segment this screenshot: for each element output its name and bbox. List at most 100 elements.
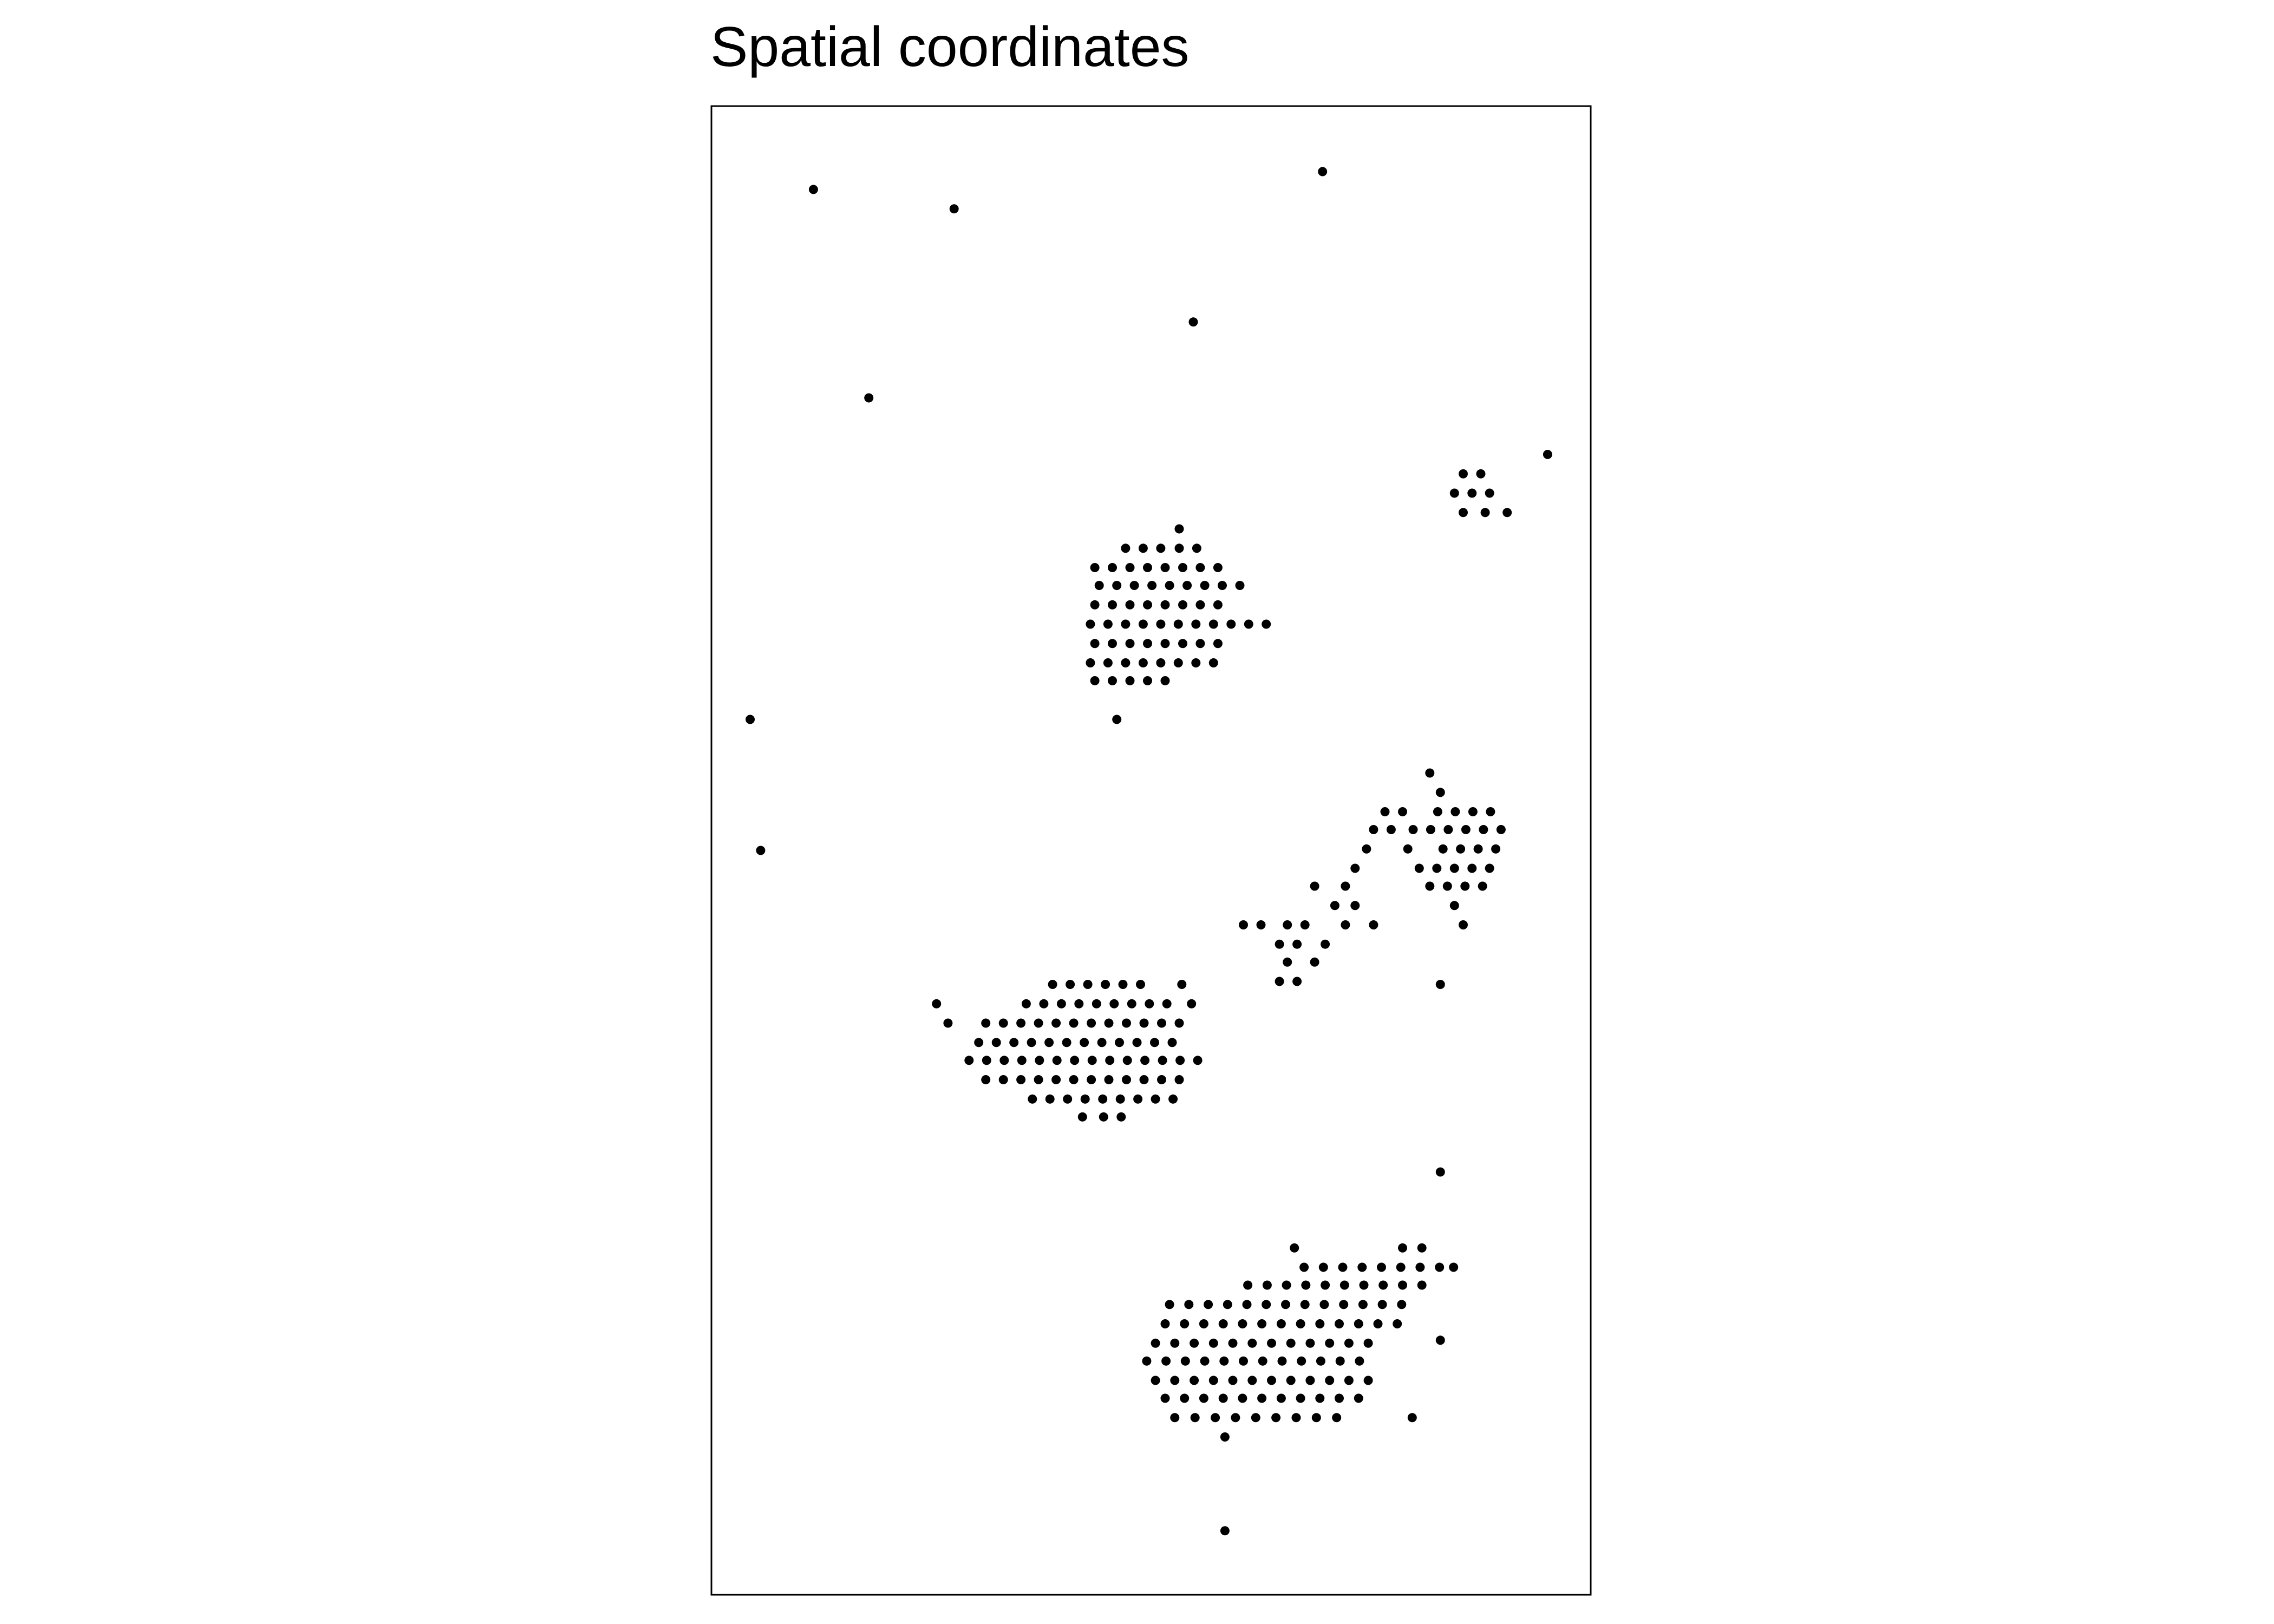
scatter-point	[1087, 1075, 1096, 1084]
scatter-point	[1140, 1056, 1150, 1065]
scatter-point	[1160, 1319, 1170, 1328]
scatter-point	[1363, 1338, 1373, 1348]
scatter-point	[1220, 1432, 1230, 1442]
scatter-point	[1380, 807, 1390, 816]
scatter-point	[1442, 881, 1452, 891]
scatter-point	[982, 1056, 991, 1065]
scatter-point	[1332, 1413, 1342, 1423]
scatter-point	[932, 999, 942, 1009]
scatter-point	[1456, 844, 1466, 854]
scatter-point	[1074, 999, 1084, 1009]
scatter-point	[1150, 1038, 1159, 1047]
scatter-point	[1069, 1018, 1079, 1028]
scatter-point	[1098, 1094, 1108, 1104]
scatter-point	[1139, 1075, 1149, 1084]
scatter-point	[1486, 807, 1495, 816]
scatter-point	[1125, 563, 1135, 572]
scatter-point	[1108, 676, 1117, 685]
scatter-point	[756, 846, 766, 855]
scatter-point	[1543, 450, 1552, 459]
scatter-point	[1257, 1393, 1267, 1403]
scatter-point	[808, 185, 818, 194]
scatter-point	[1190, 1413, 1200, 1423]
scatter-point	[1335, 1319, 1344, 1328]
scatter-point	[1354, 1319, 1363, 1328]
scatter-point	[1160, 600, 1170, 610]
scatter-point	[1077, 1112, 1087, 1122]
scatter-point	[1378, 1280, 1388, 1290]
scatter-point	[1104, 1075, 1114, 1084]
scatter-point	[1459, 508, 1468, 518]
scatter-point	[1485, 488, 1494, 498]
scatter-point	[1292, 939, 1302, 949]
scatter-point	[1496, 825, 1506, 834]
scatter-point	[1403, 844, 1413, 854]
scatter-point	[1213, 563, 1223, 572]
scatter-point	[1435, 1262, 1445, 1272]
scatter-point	[1080, 1038, 1089, 1047]
scatter-point	[864, 393, 874, 403]
scatter-point	[1115, 1094, 1125, 1104]
scatter-point	[1283, 920, 1292, 929]
scatter-point	[1310, 881, 1319, 891]
scatter-point	[1133, 1094, 1143, 1104]
scatter-point	[1051, 1018, 1061, 1028]
scatter-point	[1305, 1376, 1315, 1385]
scatter-point	[1449, 863, 1459, 873]
scatter-point	[1190, 1338, 1199, 1348]
scatter-point	[1160, 1393, 1170, 1403]
scatter-point	[1432, 863, 1442, 873]
scatter-point	[1167, 1038, 1177, 1047]
scatter-point	[1191, 619, 1201, 629]
scatter-point	[1200, 1356, 1210, 1366]
scatter-point	[1028, 1094, 1037, 1104]
scatter-point	[1350, 863, 1360, 873]
scatter-point	[1321, 939, 1330, 949]
scatter-point	[1476, 469, 1486, 479]
scatter-point	[1151, 1338, 1160, 1348]
scatter-point	[1122, 1056, 1132, 1065]
scatter-point	[1170, 1338, 1180, 1348]
scatter-point	[1056, 999, 1066, 1009]
scatter-point	[1034, 1075, 1043, 1084]
scatter-point	[1341, 881, 1350, 891]
scatter-point	[1157, 1075, 1166, 1084]
scatter-point	[1338, 1262, 1348, 1272]
scatter-point	[1359, 1280, 1369, 1290]
scatter-point	[1080, 1094, 1090, 1104]
scatter-point	[1180, 1319, 1190, 1328]
scatter-point	[1321, 1280, 1330, 1290]
scatter-point	[1045, 1094, 1055, 1104]
scatter-point	[1143, 676, 1152, 685]
scatter-point	[1276, 1393, 1286, 1403]
scatter-point	[1286, 1376, 1296, 1385]
scatter-point	[1143, 563, 1152, 572]
scatter-point	[1208, 1376, 1218, 1385]
scatter-point	[1228, 1376, 1238, 1385]
scatter-point	[1143, 639, 1152, 649]
scatter-point	[1275, 939, 1284, 949]
scatter-point	[1311, 1413, 1321, 1423]
scatter-point	[1174, 1018, 1184, 1028]
scatter-point	[1275, 977, 1284, 986]
scatter-point	[1398, 1280, 1407, 1290]
scatter-point	[1208, 1338, 1218, 1348]
scatter-point	[1277, 1356, 1287, 1366]
scatter-point	[1115, 1038, 1124, 1047]
scatter-point	[1296, 1393, 1305, 1403]
scatter-point	[1122, 1018, 1131, 1028]
scatter-point	[1282, 1280, 1291, 1290]
scatter-point	[1034, 1018, 1043, 1028]
scatter-point	[1104, 1018, 1114, 1028]
scatter-point	[1435, 788, 1445, 797]
scatter-point	[1188, 317, 1198, 327]
scatter-point	[1335, 1393, 1344, 1403]
scatter-point	[1398, 1243, 1407, 1253]
scatter-point	[1325, 1338, 1335, 1348]
scatter-point	[1156, 658, 1166, 667]
scatter-point	[1195, 600, 1205, 610]
scatter-point	[1162, 999, 1172, 1009]
scatter-point	[1208, 658, 1218, 667]
scatter-point	[1290, 1243, 1299, 1253]
